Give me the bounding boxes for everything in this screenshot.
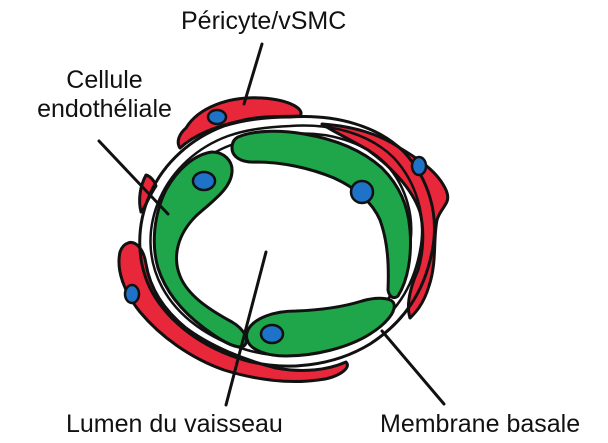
nucleus-endothelial-bottom — [261, 325, 283, 343]
basement-membrane-label: Membrane basale — [380, 410, 580, 439]
pericyte-label: Péricyte/vSMC — [181, 7, 346, 36]
endothelial-label-line1: Cellule — [12, 66, 197, 95]
leader-membrane — [382, 331, 444, 404]
nucleus-endothelial-left — [193, 172, 215, 190]
nucleus-endothelial-right — [351, 181, 373, 203]
endothelial-label-line2: endothéliale — [12, 95, 197, 124]
nucleus-pericyte-top — [208, 110, 226, 124]
nucleus-pericyte-bottom-left — [125, 285, 139, 303]
endothelial-cell-label: Cellule endothéliale — [12, 66, 197, 124]
lumen-label: Lumen du vaisseau — [66, 410, 283, 439]
leader-pericyte — [244, 44, 262, 104]
nucleus-pericyte-right — [412, 157, 426, 175]
